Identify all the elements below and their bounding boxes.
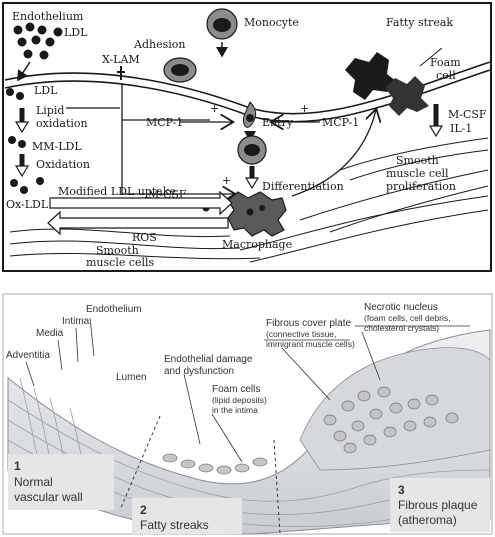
- stage-2-line1: Fatty streaks: [140, 518, 209, 532]
- label-adventitia: Adventitia: [6, 350, 50, 361]
- label-mcp1-left: MCP-1: [146, 116, 183, 129]
- label-mcp1-right: MCP-1: [322, 116, 359, 129]
- label-ros: ROS: [132, 231, 157, 244]
- label-fibrous-cover-3: immigrant muscle cells): [266, 339, 355, 349]
- label-foam-cells-3: in the intima: [212, 405, 258, 415]
- label-smc-proliferation-2: muscle cell: [386, 167, 449, 180]
- stage-3-number: 3: [398, 483, 405, 497]
- label-ox-ldl: Ox-LDL: [6, 198, 49, 211]
- label-smc-proliferation-1: Smooth: [396, 154, 439, 167]
- label-mcsf-right: M-CSF: [448, 108, 487, 121]
- label-foam-cells-2: (lipid deposits): [212, 395, 267, 405]
- label-endothelium: Endothelium: [12, 10, 84, 23]
- label-foam-cells-1: Foam cells: [212, 384, 260, 395]
- label-plus-left: +: [210, 102, 219, 115]
- label-plus-diff: +: [222, 174, 231, 187]
- stage-2-box: 2 Fatty streaks: [132, 498, 242, 534]
- label-smooth-muscle-2: muscle cells: [86, 256, 155, 269]
- stage-3-line1: Fibrous plaque: [398, 498, 478, 512]
- stage-3-box: 3 Fibrous plaque (atheroma): [390, 478, 490, 532]
- label-plus-right: +: [300, 102, 309, 115]
- label-fibrous-cover-2: (connective tissue,: [266, 329, 336, 339]
- differentiating-monocyte: [238, 136, 266, 164]
- stage-2-number: 2: [140, 503, 147, 517]
- label-intima: Intima: [62, 316, 90, 327]
- label-xlam: X-LAM: [102, 53, 140, 66]
- stage-1-line1: Normal: [14, 475, 53, 489]
- label-necrotic-3: cholesterol crystals): [364, 323, 439, 333]
- label-endothelial-damage-2: and dysfunction: [164, 366, 234, 377]
- label-fatty-streak: Fatty streak: [386, 16, 453, 29]
- stage-1-number: 1: [14, 459, 21, 473]
- macrophage-cell: [228, 192, 286, 236]
- label-differentiation: Differentiation: [262, 180, 344, 193]
- monocyte-cell: [207, 9, 237, 39]
- ox-ldl-particle: [10, 179, 18, 187]
- label-oxidation-2: Oxidation: [36, 158, 90, 171]
- label-foam-cell-2: cell: [436, 69, 456, 82]
- label-media: Media: [36, 328, 64, 339]
- stage-1-line2: vascular wall: [14, 490, 83, 504]
- adhered-monocyte: [164, 58, 196, 82]
- label-ldl-left: LDL: [34, 84, 58, 97]
- label-macrophage: Macrophage: [222, 238, 292, 251]
- label-mm-ldl: MM-LDL: [32, 140, 82, 153]
- label-ldl-top: LDL: [64, 26, 88, 39]
- label-foam-cell-1: Foam: [430, 56, 461, 69]
- ldl-particle-intima: [6, 88, 14, 96]
- mm-ldl-particle: [8, 136, 16, 144]
- label-endothelium-2: Endothelium: [86, 304, 142, 315]
- label-adhesion: Adhesion: [133, 38, 185, 51]
- stage-3-line2: (atheroma): [398, 513, 457, 527]
- label-smc-proliferation-3: proliferation: [386, 180, 456, 193]
- label-lipid: Lipid: [36, 104, 64, 117]
- label-necrotic-2: (foam cells, cell debris,: [364, 313, 450, 323]
- label-lumen: Lumen: [116, 372, 147, 383]
- panel-progression: Adventitia Media Intima Endothelium Lume…: [3, 294, 492, 534]
- label-entry: Entry: [262, 116, 294, 129]
- label-il1: IL-1: [450, 122, 472, 135]
- label-necrotic-1: Necrotic nucleus: [364, 302, 438, 313]
- label-oxidation-1: oxidation: [36, 117, 88, 130]
- label-fibrous-cover-1: Fibrous cover plate: [266, 318, 351, 329]
- label-endothelial-damage-1: Endothelial damage: [164, 354, 253, 365]
- label-modified-ldl-uptake: Modified LDL uptake: [58, 185, 176, 198]
- label-monocyte: Monocyte: [244, 16, 299, 29]
- stage-1-box: 1 Normal vascular wall: [8, 454, 114, 510]
- panel-mechanism: Endothelium LDL Monocyte Fatty streak Ad…: [3, 3, 491, 271]
